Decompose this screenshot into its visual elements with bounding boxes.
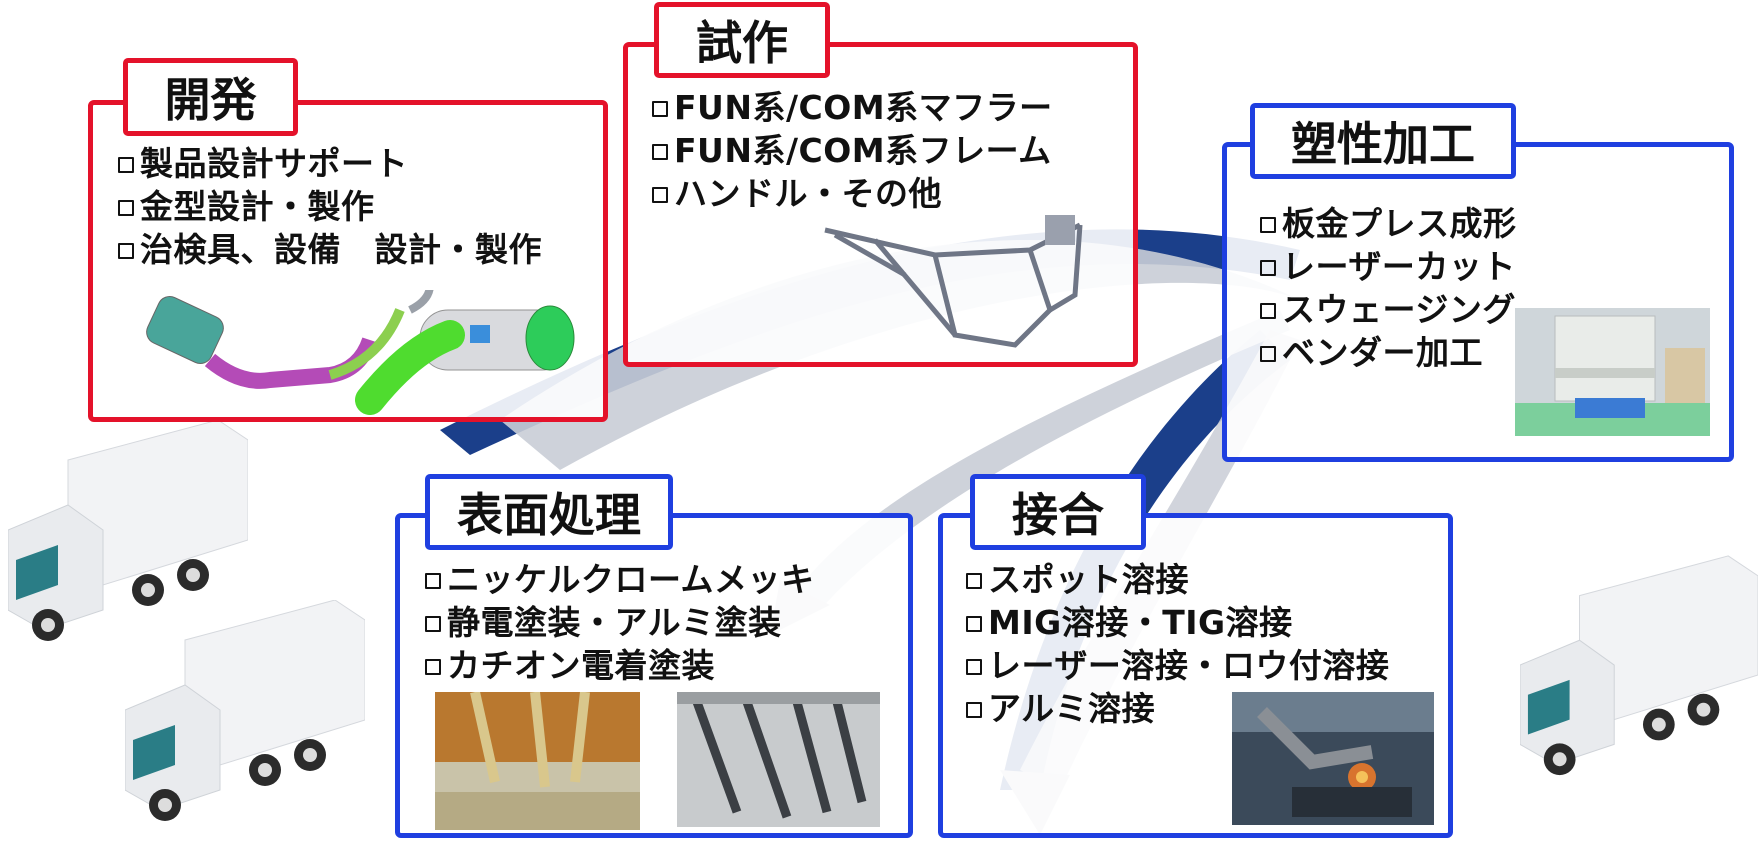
prototype-list: FUN系/COM系マフラー FUN系/COM系フレーム ハンドル・その他: [652, 86, 1053, 215]
list-item: ハンドル・その他: [652, 172, 1053, 215]
list-item: レーザー溶接・ロウ付溶接: [966, 644, 1389, 687]
list-item: アルミ溶接: [966, 687, 1389, 730]
list-item: 静電塗装・アルミ塗装: [425, 601, 815, 644]
list-item: 製品設計サポート: [118, 142, 542, 185]
joining-list: スポット溶接 MIG溶接・TIG溶接 レーザー溶接・ロウ付溶接 アルミ溶接: [966, 558, 1389, 730]
plastic-working-title: 塑性加工: [1250, 103, 1516, 179]
delivery-truck-icon: [8, 420, 248, 641]
development-list: 製品設計サポート 金型設計・製作 治検具、設備 設計・製作: [118, 142, 542, 271]
muffler-cad-model: [146, 290, 575, 415]
list-item: スウェージング: [1260, 288, 1517, 331]
surface-treatment-list: ニッケルクロームメッキ 静電塗装・アルミ塗装 カチオン電着塗装: [425, 558, 815, 687]
list-item: カチオン電着塗装: [425, 644, 815, 687]
surface-treatment-title: 表面処理: [425, 474, 673, 550]
list-item: スポット溶接: [966, 558, 1389, 601]
list-item: FUN系/COM系マフラー: [652, 86, 1053, 129]
prototype-title: 試作: [654, 2, 830, 78]
delivery-truck-icon: [1520, 555, 1758, 776]
list-item: MIG溶接・TIG溶接: [966, 601, 1389, 644]
press-machine-photo: [1515, 308, 1710, 436]
delivery-truck-icon: [125, 600, 365, 821]
development-title: 開発: [123, 58, 298, 136]
plastic-working-list: 板金プレス成形 レーザーカット スウェージング ベンダー加工: [1260, 202, 1517, 374]
list-item: 金型設計・製作: [118, 185, 542, 228]
list-item: レーザーカット: [1260, 245, 1517, 288]
list-item: 板金プレス成形: [1260, 202, 1517, 245]
list-item: ベンダー加工: [1260, 331, 1517, 374]
motorcycle-frame-model: [824, 215, 1083, 348]
list-item: 治検具、設備 設計・製作: [118, 228, 542, 271]
welding-robot-photo: [1232, 692, 1434, 825]
painted-parts-photo: [677, 692, 880, 827]
list-item: ニッケルクロームメッキ: [425, 558, 815, 601]
joining-title: 接合: [970, 474, 1146, 550]
plating-tank-photo: [435, 692, 640, 830]
list-item: FUN系/COM系フレーム: [652, 129, 1053, 172]
